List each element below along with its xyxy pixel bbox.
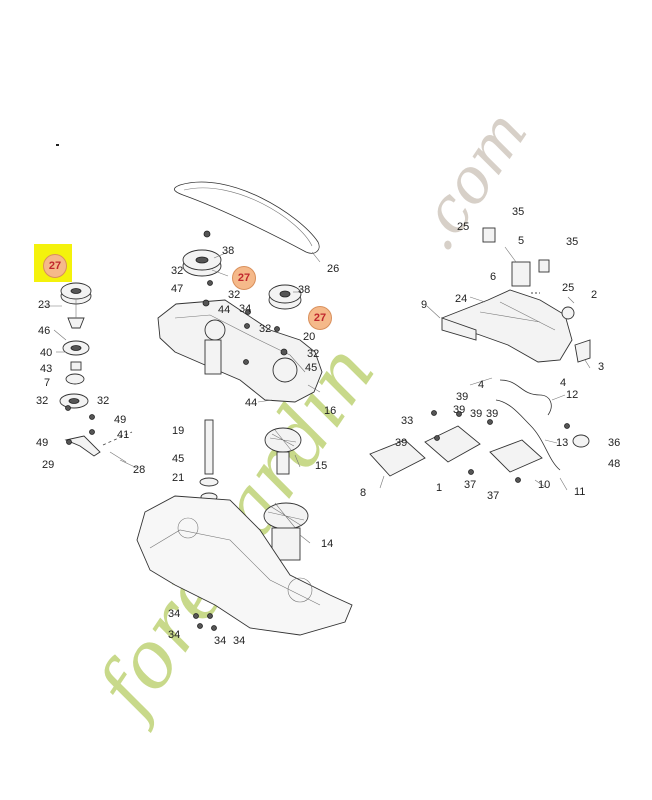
label-34: 34 <box>168 608 181 620</box>
label-16: 16 <box>324 405 337 417</box>
label-13: 13 <box>556 437 569 449</box>
label-34: 34 <box>239 303 252 315</box>
label-49: 49 <box>114 414 127 426</box>
label-3: 3 <box>598 361 605 373</box>
spindle-shaft <box>199 419 219 502</box>
label-2: 2 <box>591 289 598 301</box>
label-14: 14 <box>321 538 334 550</box>
motor-upper <box>264 427 302 475</box>
label-38: 38 <box>298 284 311 296</box>
label-9: 9 <box>421 299 428 311</box>
label-45: 45 <box>172 453 185 465</box>
label-34: 34 <box>168 629 181 641</box>
callout-27-center[interactable]: 27 <box>232 266 256 290</box>
label-4: 4 <box>560 377 567 389</box>
label-43: 43 <box>40 363 53 375</box>
label-23: 23 <box>38 299 51 311</box>
label-8: 8 <box>360 487 367 499</box>
label-35: 35 <box>512 206 525 218</box>
control-housing <box>441 227 591 363</box>
callout-27-left[interactable]: 27 <box>43 254 67 278</box>
label-44: 44 <box>245 397 258 409</box>
label-44: 44 <box>218 304 231 316</box>
label-11: 11 <box>574 486 586 498</box>
label-20: 20 <box>303 331 316 343</box>
label-7: 7 <box>44 377 51 389</box>
label-39: 39 <box>456 391 469 403</box>
label-35: 35 <box>566 236 579 248</box>
label-38: 38 <box>222 245 235 257</box>
callout-27-right[interactable]: 27 <box>308 306 332 330</box>
label-28: 28 <box>133 464 146 476</box>
label-19: 19 <box>172 425 185 437</box>
belt <box>173 181 320 254</box>
label-4: 4 <box>478 379 485 391</box>
pulley-left <box>182 249 222 277</box>
label-21: 21 <box>172 472 185 484</box>
label-49: 49 <box>36 437 49 449</box>
label-39: 39 <box>470 408 483 420</box>
label-29: 29 <box>42 459 55 471</box>
label-25: 25 <box>457 221 470 233</box>
label-32: 32 <box>259 323 272 335</box>
label-39: 39 <box>453 404 466 416</box>
label-41: 41 <box>117 429 130 441</box>
label-10: 10 <box>538 479 551 491</box>
label-39: 39 <box>395 437 408 449</box>
label-32: 32 <box>307 348 320 360</box>
label-46: 46 <box>38 325 51 337</box>
label-32: 32 <box>97 395 110 407</box>
pulley-assembly-left <box>59 282 127 463</box>
label-36: 36 <box>608 437 621 449</box>
label-1: 1 <box>436 482 443 494</box>
deck-housing <box>157 299 323 403</box>
label-32: 32 <box>228 289 241 301</box>
label-47: 47 <box>171 283 184 295</box>
mower-deck <box>136 495 353 636</box>
label-6: 6 <box>490 271 497 283</box>
label-34: 34 <box>233 635 246 647</box>
label-25: 25 <box>562 282 575 294</box>
electronics <box>369 379 590 483</box>
pulley-right <box>268 284 302 310</box>
label-26: 26 <box>327 263 340 275</box>
label-37: 37 <box>464 479 477 491</box>
label-39: 39 <box>486 408 499 420</box>
label-45: 45 <box>305 362 318 374</box>
label-32: 32 <box>171 265 184 277</box>
motor-lower <box>263 502 309 561</box>
label-32: 32 <box>36 395 49 407</box>
label-5: 5 <box>518 235 525 247</box>
label-33: 33 <box>401 415 414 427</box>
label-24: 24 <box>455 293 468 305</box>
label-48: 48 <box>608 458 621 470</box>
label-15: 15 <box>315 460 328 472</box>
label-34: 34 <box>214 635 227 647</box>
label-40: 40 <box>40 347 53 359</box>
label-37: 37 <box>487 490 500 502</box>
label-12: 12 <box>566 389 579 401</box>
